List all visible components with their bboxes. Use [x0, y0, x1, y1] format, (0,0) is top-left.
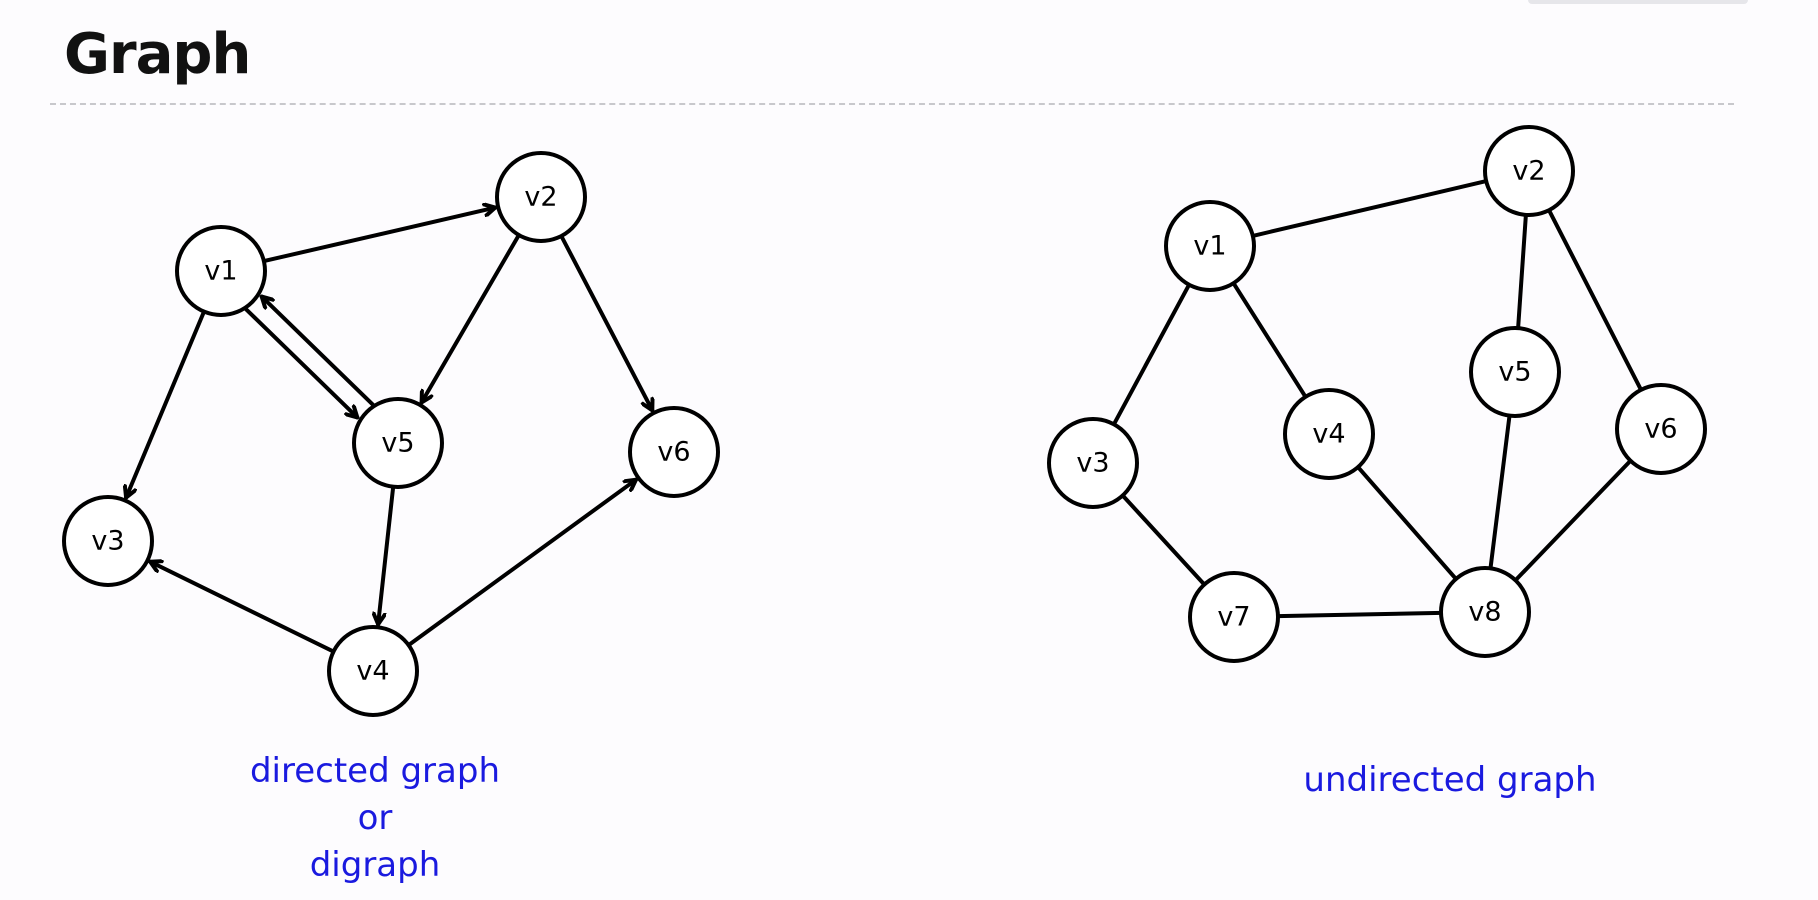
directed-edge-v5-v4 [378, 484, 396, 627]
directed-edge-v4-v3 [148, 562, 336, 654]
undirected-node-v4: v4 [1283, 388, 1375, 480]
directed-edge-v1-v2 [261, 208, 498, 264]
title-divider [50, 103, 1734, 105]
undirected-edge-v1-v3 [1111, 282, 1192, 427]
undirected-graph-caption: undirected graph [1250, 757, 1650, 804]
directed-node-v6: v6 [628, 406, 720, 498]
directed-edge-v1-v5 [243, 306, 360, 420]
directed-node-v4-circle [327, 625, 419, 717]
directed-node-v6-label: v6 [657, 437, 690, 468]
page-title: Graph [64, 22, 251, 87]
directed-node-v2-circle [495, 151, 587, 243]
undirected-node-v7-circle [1188, 571, 1280, 663]
directed-node-v4: v4 [327, 625, 419, 717]
directed-caption-line-1: or [357, 798, 393, 838]
undirected-node-v6-circle [1615, 383, 1707, 475]
undirected-node-v6: v6 [1615, 383, 1707, 475]
undirected-edge-v1-v4 [1231, 281, 1308, 399]
directed-edge-v5-v1 [259, 294, 376, 408]
undirected-node-v7-label: v7 [1217, 602, 1250, 633]
undirected-edge-v4-v8 [1356, 465, 1458, 581]
undirected-node-v4-circle [1283, 388, 1375, 480]
undirected-node-v4-label: v4 [1312, 419, 1345, 450]
undirected-node-v2-label: v2 [1512, 156, 1545, 187]
directed-edge-v1-v3 [126, 309, 206, 500]
directed-edge-v2-v6 [559, 234, 652, 413]
directed-edge-v4-v6 [406, 477, 638, 648]
directed-node-v3-circle [62, 495, 154, 587]
undirected-node-v8-label: v8 [1468, 597, 1501, 628]
directed-graph-caption: directed graph or digraph [225, 748, 525, 889]
undirected-node-v1: v1 [1164, 200, 1256, 292]
directed-node-v5-label: v5 [381, 428, 414, 459]
undirected-edge-v2-v6 [1547, 208, 1643, 392]
undirected-node-v7: v7 [1188, 571, 1280, 663]
undirected-edge-v5-v8 [1488, 413, 1512, 571]
undirected-node-v3-label: v3 [1076, 448, 1109, 479]
undirected-node-v2: v2 [1483, 125, 1575, 217]
directed-node-v3: v3 [62, 495, 154, 587]
undirected-edge-v7-v8 [1276, 610, 1443, 619]
undirected-node-v2-circle [1483, 125, 1575, 217]
directed-node-v3-label: v3 [91, 526, 124, 557]
directed-node-v1: v1 [175, 225, 267, 317]
undirected-graph: v1 v2 v3 v4 v5 v6 v7 v8 [1047, 125, 1707, 663]
directed-node-v6-circle [628, 406, 720, 498]
directed-graph: v1 v2 v3 v4 v5 v6 [62, 151, 720, 717]
undirected-node-v1-circle [1164, 200, 1256, 292]
directed-caption-line-2: digraph [309, 845, 441, 885]
undirected-node-v1-label: v1 [1193, 231, 1226, 262]
undirected-node-v3: v3 [1047, 417, 1139, 509]
undirected-edge-v3-v7 [1120, 493, 1207, 587]
undirected-node-v5-label: v5 [1498, 357, 1531, 388]
undirected-edge-v2-v5 [1516, 212, 1528, 331]
undirected-node-v6-label: v6 [1644, 414, 1677, 445]
directed-node-v4-label: v4 [356, 656, 389, 687]
undirected-node-v8: v8 [1439, 566, 1531, 658]
undirected-caption-line-0: undirected graph [1303, 760, 1597, 800]
directed-node-v5: v5 [352, 397, 444, 489]
directed-edge-v2-v5 [419, 233, 521, 405]
directed-caption-line-0: directed graph [249, 751, 501, 791]
window-chip [1528, 0, 1748, 4]
directed-node-v5-circle [352, 397, 444, 489]
undirected-edge-v6-v8 [1513, 458, 1633, 583]
undirected-node-v5: v5 [1469, 326, 1561, 418]
undirected-edge-v1-v2 [1250, 179, 1489, 238]
directed-node-v1-circle [175, 225, 267, 317]
undirected-node-v3-circle [1047, 417, 1139, 509]
undirected-node-v5-circle [1469, 326, 1561, 418]
directed-node-v2-label: v2 [524, 182, 557, 213]
directed-node-v2: v2 [495, 151, 587, 243]
directed-node-v1-label: v1 [204, 256, 237, 287]
undirected-node-v8-circle [1439, 566, 1531, 658]
